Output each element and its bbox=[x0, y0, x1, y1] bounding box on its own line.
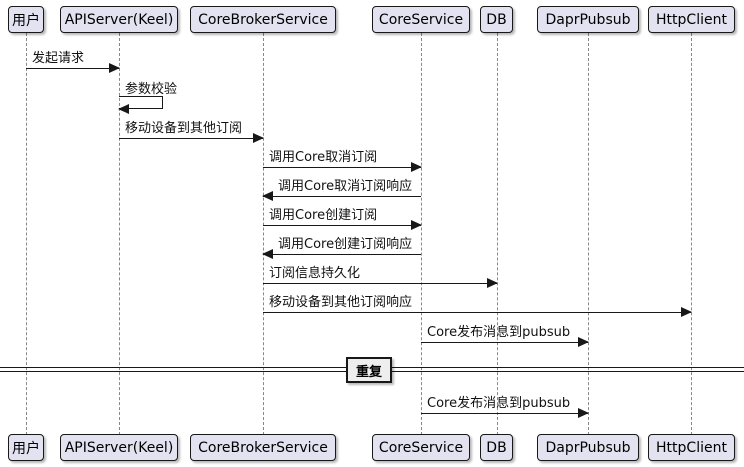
message-label: 参数校验 bbox=[125, 82, 178, 97]
lifeline-coreservice bbox=[421, 33, 422, 435]
message-3: 移动设备到其他订阅 bbox=[119, 121, 264, 143]
participant-label: CoreService bbox=[378, 11, 464, 28]
participant-label: CoreBrokerService bbox=[198, 439, 328, 456]
participant-label: HttpClient bbox=[656, 439, 727, 456]
message-1: 发起请求 bbox=[26, 51, 120, 73]
lifeline-apiserver-keel bbox=[119, 33, 120, 435]
divider-label: 重复 bbox=[355, 364, 382, 380]
lifeline-httpclient bbox=[691, 33, 692, 435]
participant-label: DB bbox=[486, 439, 507, 456]
arrowhead-right-icon bbox=[578, 337, 589, 347]
message-label: Core发布消息到pubsub bbox=[427, 325, 571, 340]
participant-top-apiserver-keel: APIServer(Keel) bbox=[60, 6, 178, 33]
participant-bottom-httpclient: HttpClient bbox=[648, 434, 735, 461]
participant-bottom-apiserver-keel: APIServer(Keel) bbox=[60, 434, 178, 461]
participant-label: DB bbox=[486, 11, 507, 28]
participant-label: APIServer(Keel) bbox=[64, 11, 174, 28]
participant-label: CoreService bbox=[378, 439, 464, 456]
participant-top-corebrokerservice: CoreBrokerService bbox=[190, 6, 336, 33]
participant-top-httpclient: HttpClient bbox=[648, 6, 735, 33]
participant-bottom-db: DB bbox=[480, 434, 513, 461]
message-11: Core发布消息到pubsub bbox=[421, 396, 589, 418]
divider: 重复 bbox=[346, 357, 392, 383]
arrowhead-right-icon bbox=[253, 133, 264, 143]
message-label: 移动设备到其他订阅响应 bbox=[269, 295, 413, 310]
participant-label: CoreBrokerService bbox=[198, 11, 328, 28]
message-5: 调用Core取消订阅响应 bbox=[262, 179, 421, 201]
participant-label: APIServer(Keel) bbox=[64, 439, 174, 456]
arrowhead-left-icon bbox=[262, 249, 273, 259]
arrowhead-right-icon bbox=[578, 408, 589, 418]
message-label: 发起请求 bbox=[32, 51, 85, 66]
message-label: Core发布消息到pubsub bbox=[427, 396, 571, 411]
participant-label: 用户 bbox=[12, 440, 40, 457]
lifeline-corebrokerservice bbox=[263, 33, 264, 435]
participant-label: DaprPubsub bbox=[545, 439, 631, 456]
message-2-self-loop bbox=[118, 96, 163, 114]
participant-bottom-corebrokerservice: CoreBrokerService bbox=[190, 434, 336, 461]
message-label: 移动设备到其他订阅 bbox=[125, 121, 243, 136]
participant-bottom-coreservice: CoreService bbox=[372, 434, 470, 461]
participant-top-db: DB bbox=[480, 6, 513, 33]
arrowhead-right-icon bbox=[411, 162, 422, 172]
message-9: 移动设备到其他订阅响应 bbox=[263, 295, 692, 317]
message-8: 订阅信息持久化 bbox=[263, 266, 498, 288]
message-label: 订阅信息持久化 bbox=[269, 266, 361, 281]
lifeline-db bbox=[497, 33, 498, 435]
arrowhead-right-icon bbox=[681, 307, 692, 317]
participant-top-coreservice: CoreService bbox=[372, 6, 470, 33]
participant-top-user: 用户 bbox=[8, 6, 44, 33]
message-label: 调用Core取消订阅响应 bbox=[278, 179, 413, 194]
arrowhead-right-icon bbox=[109, 63, 120, 73]
participant-bottom-daprpubsub: DaprPubsub bbox=[537, 434, 639, 461]
message-6: 调用Core创建订阅 bbox=[263, 208, 422, 230]
participant-label: 用户 bbox=[12, 12, 40, 29]
participant-top-daprpubsub: DaprPubsub bbox=[537, 6, 639, 33]
message-label: 调用Core创建订阅响应 bbox=[278, 237, 413, 252]
lifeline-daprpubsub bbox=[588, 33, 589, 435]
message-7: 调用Core创建订阅响应 bbox=[262, 237, 421, 259]
arrowhead-left-icon bbox=[262, 191, 273, 201]
lifeline-user bbox=[26, 33, 27, 435]
arrowhead-right-icon bbox=[411, 220, 422, 230]
message-4: 调用Core取消订阅 bbox=[263, 150, 422, 172]
participant-bottom-user: 用户 bbox=[8, 434, 44, 461]
participant-label: DaprPubsub bbox=[545, 11, 631, 28]
arrowhead-left-icon bbox=[118, 104, 129, 114]
arrowhead-right-icon bbox=[487, 278, 498, 288]
message-10: Core发布消息到pubsub bbox=[421, 325, 589, 347]
message-label: 调用Core创建订阅 bbox=[269, 208, 378, 223]
participant-label: HttpClient bbox=[656, 11, 727, 28]
message-label: 调用Core取消订阅 bbox=[269, 150, 378, 165]
